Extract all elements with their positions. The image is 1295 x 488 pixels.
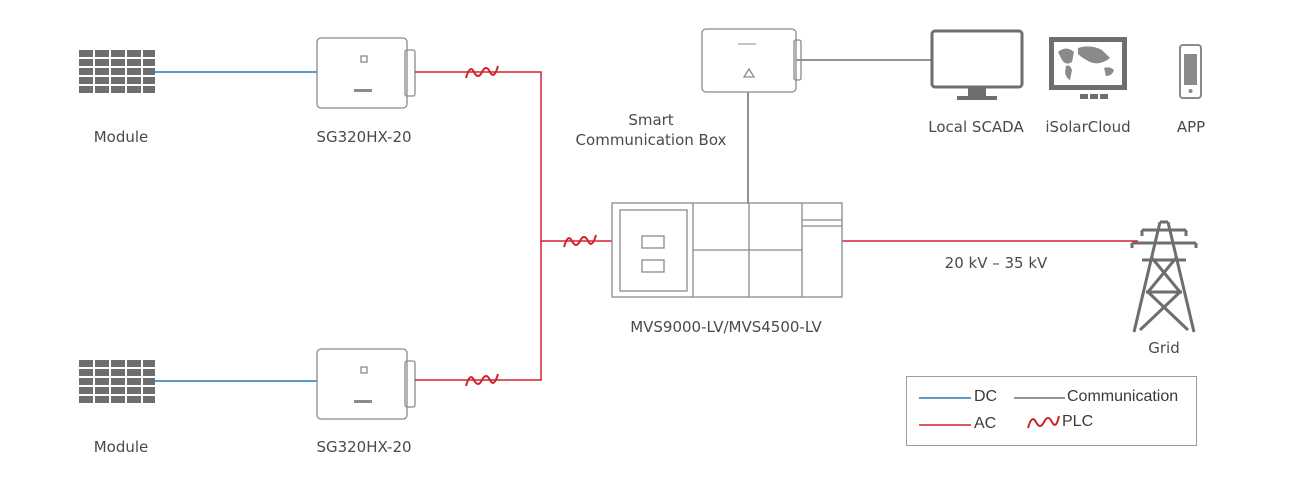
module-label-bottom: Module bbox=[93, 438, 149, 456]
ac-line-bottom bbox=[415, 241, 542, 381]
comm-box-icon bbox=[701, 28, 802, 93]
legend-communication-label: Communication bbox=[1067, 388, 1179, 405]
phone-icon bbox=[1179, 44, 1202, 99]
grid-tower-icon bbox=[1130, 220, 1198, 333]
inverter-icon-bottom bbox=[316, 348, 416, 420]
inverter-icon-top bbox=[316, 37, 416, 109]
local-scada-label: Local SCADA bbox=[928, 118, 1024, 136]
scada-monitor-icon bbox=[930, 29, 1024, 100]
legend-swatches bbox=[919, 397, 1065, 429]
inverter-label-bottom: SG320HX-20 bbox=[316, 438, 412, 456]
pv-module-icon-bottom bbox=[79, 360, 155, 403]
legend: DC AC Communication PLC bbox=[906, 376, 1197, 446]
legend-plc-label: PLC bbox=[1062, 413, 1094, 430]
inverter-label-top: SG320HX-20 bbox=[316, 128, 412, 146]
plc-icon-middle bbox=[563, 234, 597, 248]
plc-icon-top bbox=[465, 65, 499, 79]
pv-module-icon-top bbox=[79, 50, 155, 93]
module-label-top: Module bbox=[93, 128, 149, 146]
mvs-label: MVS9000-LV/MVS4500-LV bbox=[630, 318, 822, 336]
comm-box-label-line1: Smart bbox=[628, 111, 674, 129]
plc-icon-bottom bbox=[465, 373, 499, 387]
legend-dc-label: DC bbox=[974, 388, 998, 405]
grid-label: Grid bbox=[1148, 339, 1180, 357]
ac-line-top bbox=[415, 71, 542, 241]
app-label: APP bbox=[1176, 118, 1206, 136]
comm-box-label-line2: Communication Box bbox=[575, 131, 727, 149]
mvs-station-icon bbox=[611, 202, 843, 298]
voltage-label: 20 kV – 35 kV bbox=[944, 254, 1048, 272]
isolarcloud-screen-icon bbox=[1049, 37, 1127, 99]
legend-ac-label: AC bbox=[974, 415, 997, 432]
isolarcloud-label: iSolarCloud bbox=[1045, 118, 1131, 136]
legend-plc-swatch bbox=[1027, 415, 1060, 429]
